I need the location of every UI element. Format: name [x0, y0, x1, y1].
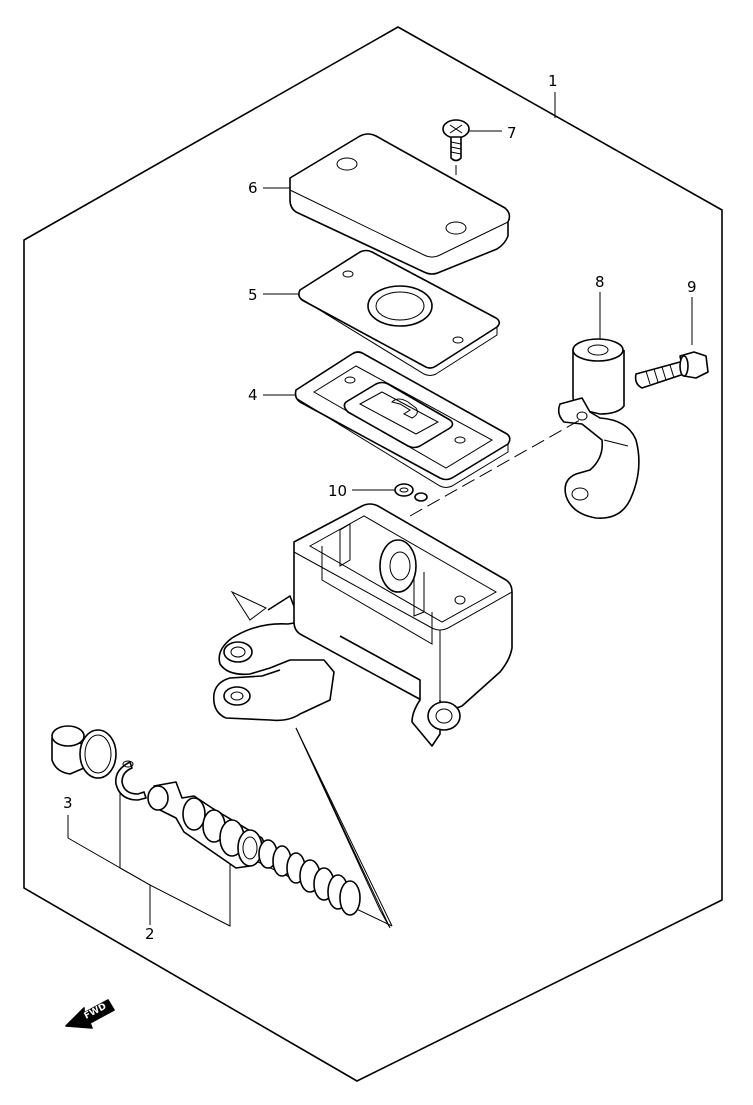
- clamp-bolt: [634, 351, 709, 389]
- reservoir-cap: [289, 133, 511, 275]
- svg-text:1: 1: [548, 72, 558, 90]
- piston-cup-set: [147, 781, 269, 869]
- diaphragm-plate: [298, 249, 501, 376]
- svg-text:6: 6: [248, 179, 258, 197]
- forward-arrow-icon: FWD: [65, 999, 115, 1029]
- circlip: [114, 760, 147, 801]
- spring: [258, 839, 361, 916]
- svg-text:7: 7: [507, 124, 517, 142]
- plate: [394, 483, 428, 502]
- svg-text:9: 9: [687, 278, 697, 296]
- callout-9: 9: [687, 278, 697, 345]
- svg-text:8: 8: [595, 273, 605, 291]
- svg-text:5: 5: [248, 286, 258, 304]
- callout-2: 2: [67, 792, 231, 943]
- master-cylinder-body: [212, 503, 513, 747]
- callout-4: 4: [248, 386, 296, 404]
- callout-7: 7: [467, 124, 517, 142]
- assembly-boundary: [23, 26, 723, 1082]
- callout-3: 3: [63, 794, 73, 838]
- boot: [51, 725, 117, 779]
- callout-5: 5: [248, 286, 303, 304]
- clamp-holder: [557, 338, 640, 519]
- callout-1: 1: [548, 72, 558, 118]
- svg-text:2: 2: [145, 925, 155, 943]
- svg-text:3: 3: [63, 794, 73, 812]
- svg-text:4: 4: [248, 386, 258, 404]
- callout-10: 10: [328, 482, 395, 500]
- callout-6: 6: [248, 179, 292, 197]
- callout-8: 8: [595, 273, 605, 340]
- svg-text:10: 10: [328, 482, 347, 500]
- diaphragm: [294, 351, 511, 488]
